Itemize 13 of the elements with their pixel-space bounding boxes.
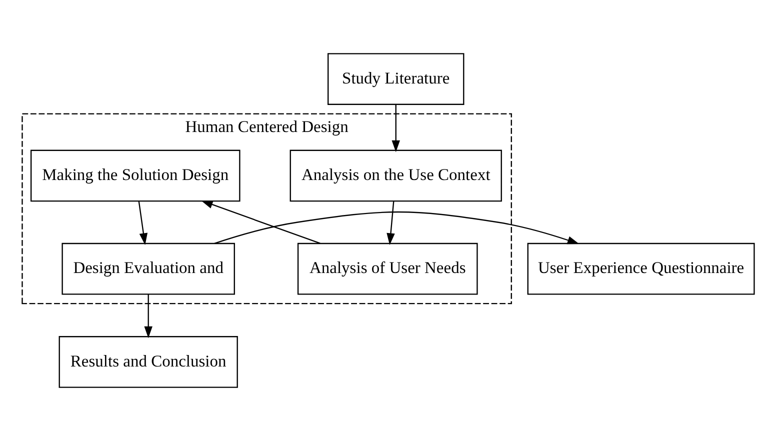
node-box: Analysis on the Use Context	[290, 150, 502, 202]
node-box: Results and Conclusion	[58, 336, 238, 388]
arrow	[214, 211, 580, 244]
arrow	[386, 201, 395, 246]
arrow	[138, 201, 148, 246]
node-box: Study Literature	[328, 53, 464, 105]
arrow	[200, 200, 320, 244]
node-box: Analysis of User Needs	[297, 242, 478, 295]
node-box: User Experience Questionnaire	[527, 242, 755, 295]
node-box: Design Evaluation and	[62, 242, 235, 295]
arrow	[144, 294, 152, 338]
arrow	[392, 104, 400, 152]
node-box: Making the Solution Design	[30, 150, 240, 202]
